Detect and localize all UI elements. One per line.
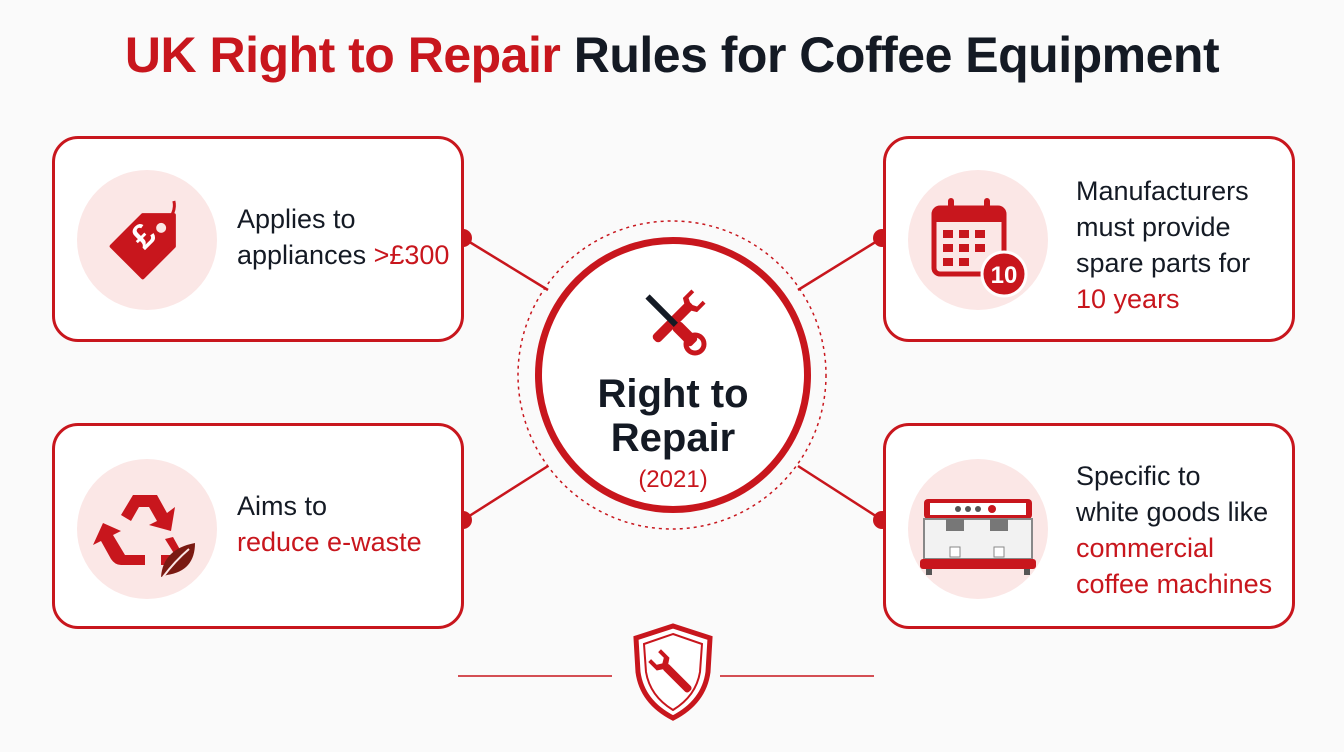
- calendar-icon: 10: [908, 170, 1048, 310]
- center-year: (2021): [638, 466, 708, 493]
- title-rest: Rules for Coffee Equipment: [560, 27, 1220, 83]
- card-highlight: coffee machines: [1076, 569, 1273, 599]
- card-line: white goods like: [1076, 497, 1269, 527]
- card-highlight: reduce e-waste: [237, 527, 422, 557]
- card-text: Aims to reduce e-waste: [237, 488, 422, 560]
- center-title: Right to Repair: [597, 372, 749, 460]
- card-line: Specific to: [1076, 461, 1201, 491]
- recycle-leaf-icon: [77, 459, 217, 599]
- title-highlight: UK Right to Repair: [124, 27, 561, 83]
- card-line: must provide: [1076, 212, 1231, 242]
- price-tag-pound-icon: £: [77, 170, 217, 310]
- card-line: spare parts for: [1076, 248, 1251, 278]
- card-e-waste: Aims to reduce e-waste: [52, 423, 464, 629]
- card-white-goods: Specific to white goods like commercial …: [883, 423, 1295, 629]
- card-text: Specific to white goods like commercial …: [1076, 458, 1272, 602]
- card-line: Applies to: [237, 204, 356, 234]
- card-line: appliances: [237, 240, 374, 270]
- coffee-machine-icon: [908, 459, 1048, 599]
- calendar-badge: 10: [991, 262, 1018, 289]
- card-highlight: 10 years: [1076, 284, 1180, 314]
- card-highlight: commercial: [1076, 533, 1215, 563]
- wrench-screwdriver-icon: [645, 289, 707, 356]
- card-text: Applies to appliances >£300: [237, 201, 449, 273]
- page-title: UK Right to Repair Rules for Coffee Equi…: [0, 26, 1344, 84]
- center-hub: Right to Repair (2021): [535, 237, 811, 513]
- card-spare-parts: 10 Manufacturers must provide spare part…: [883, 136, 1295, 342]
- card-line: Manufacturers: [1076, 176, 1249, 206]
- card-price-threshold: £ Applies to appliances >£300: [52, 136, 464, 342]
- card-text: Manufacturers must provide spare parts f…: [1076, 173, 1250, 317]
- card-line: Aims to: [237, 491, 328, 521]
- shield-wrench-icon: [633, 623, 713, 721]
- card-highlight: >£300: [373, 240, 450, 270]
